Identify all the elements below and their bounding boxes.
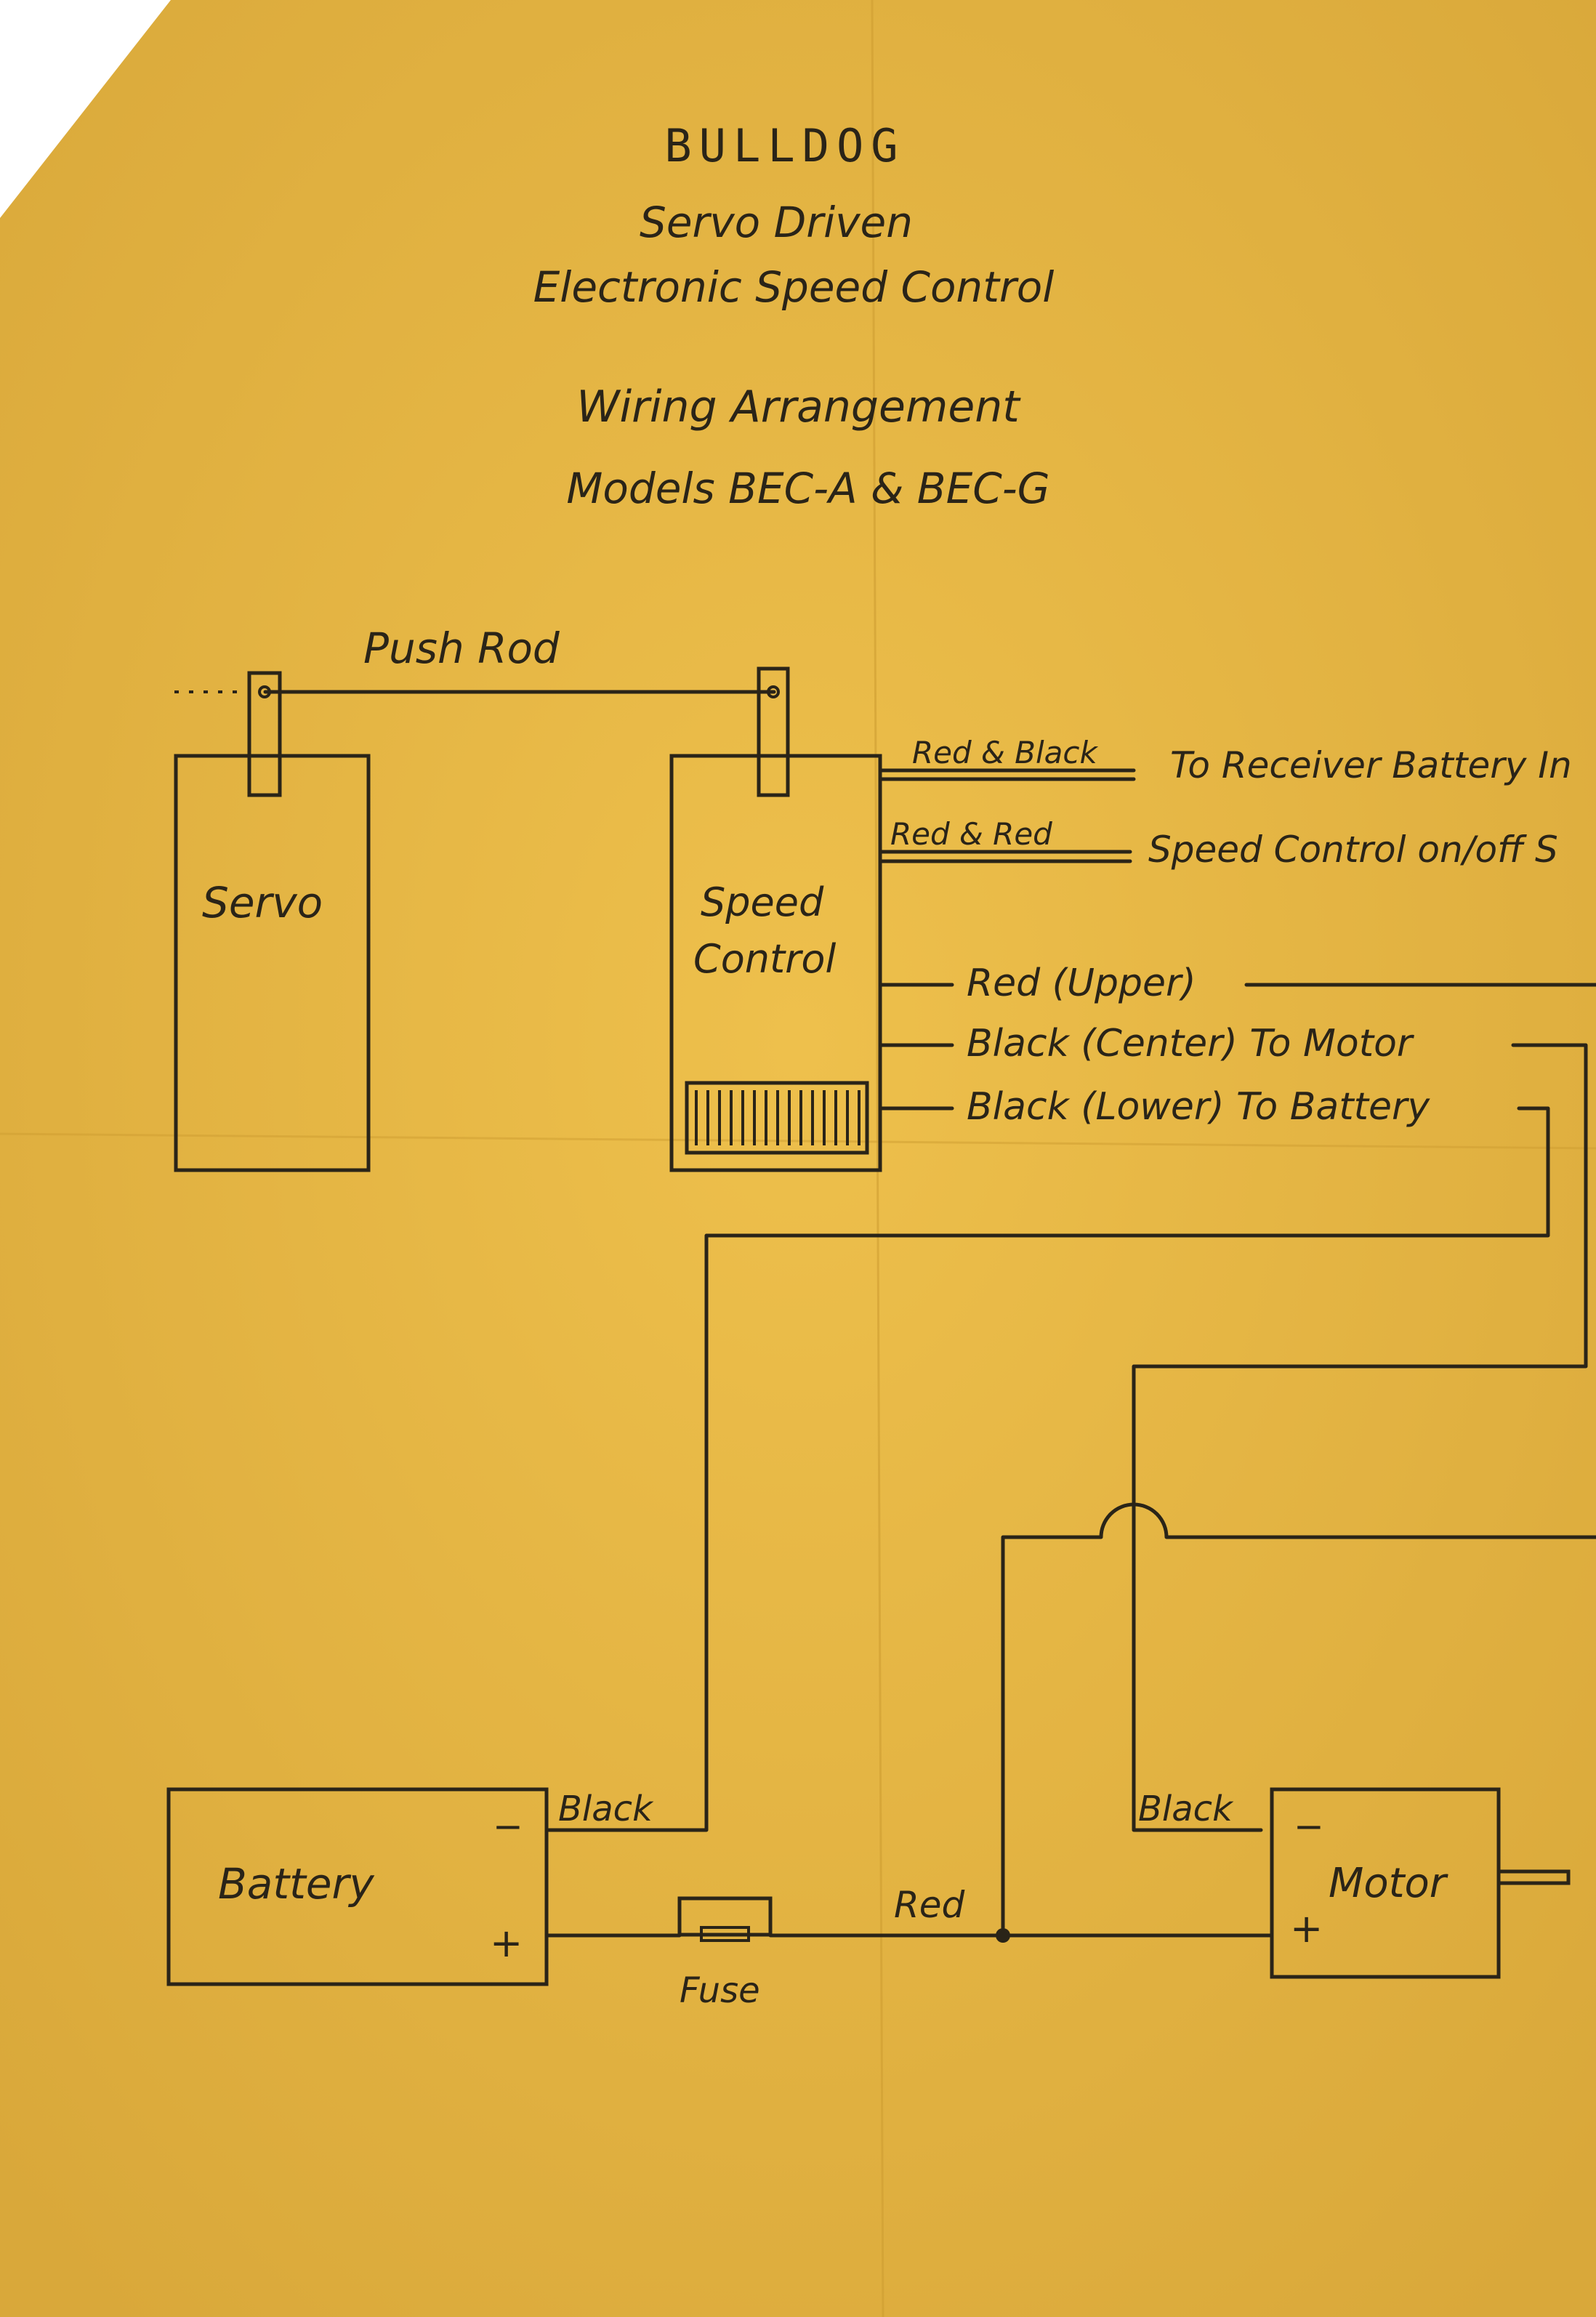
heading-models: Models BEC-A & BEC-G [566,464,1049,513]
fuse-base [700,1926,750,1942]
subtitle-servo-driven: Servo Driven [640,198,913,247]
speed-control-label-1: Speed [701,879,824,925]
red-upper-return-wire-with-hop [1001,1502,1596,1935]
black-center-wire-to-motor [1132,1043,1588,1832]
title-bulldog: BULLDOG [664,119,905,172]
battery-minus-terminal: − [493,1805,523,1847]
red-upper-label: Red (Upper) [967,962,1196,1005]
black-lower-wire-to-battery [547,1106,1550,1832]
torn-corner [0,0,171,218]
battery-box [166,1787,549,1986]
subtitle-electronic-speed-control: Electronic Speed Control [533,262,1055,312]
motor-minus-terminal: − [1294,1805,1324,1847]
speed-control-arm [757,666,790,797]
motor-shaft [1496,1869,1571,1885]
motor-black-label: Black [1138,1789,1234,1829]
servo-label: Servo [202,878,323,927]
on-off-switch-label: Speed Control on/off S [1148,829,1558,871]
red-red-label: Red & Red [890,816,1052,852]
motor-label: Motor [1329,1860,1448,1907]
battery-black-label: Black [558,1789,654,1829]
heat-sink-fins [695,1090,861,1145]
speed-control-label-2: Control [693,936,836,982]
speed-control-box [669,754,882,1172]
battery-plus-terminal: + [490,1920,523,1966]
push-rod-label: Push Rod [363,624,560,673]
battery-red-label: Red [894,1884,965,1926]
fold-line-horizontal [0,1132,1596,1150]
junction-dot [996,1928,1010,1943]
black-lower-label: Black (Lower) To Battery [967,1085,1430,1129]
heading-wiring-arrangement: Wiring Arrangement [576,382,1021,432]
fuse-symbol [677,1896,773,1937]
speed-control-arm-pivot [767,685,780,698]
servo-arm-pivot [258,685,271,698]
black-center-label: Black (Center) To Motor [967,1022,1415,1065]
servo-arm [247,671,282,797]
fold-line-vertical [871,0,884,2317]
motor-plus-terminal: + [1290,1906,1323,1951]
servo-box [174,754,371,1172]
battery-label: Battery [218,1859,374,1909]
fuse-label: Fuse [680,1970,760,2011]
to-receiver-label: To Receiver Battery In [1170,744,1572,786]
red-black-label: Red & Black [912,735,1098,770]
heat-sink-grill [685,1081,869,1155]
